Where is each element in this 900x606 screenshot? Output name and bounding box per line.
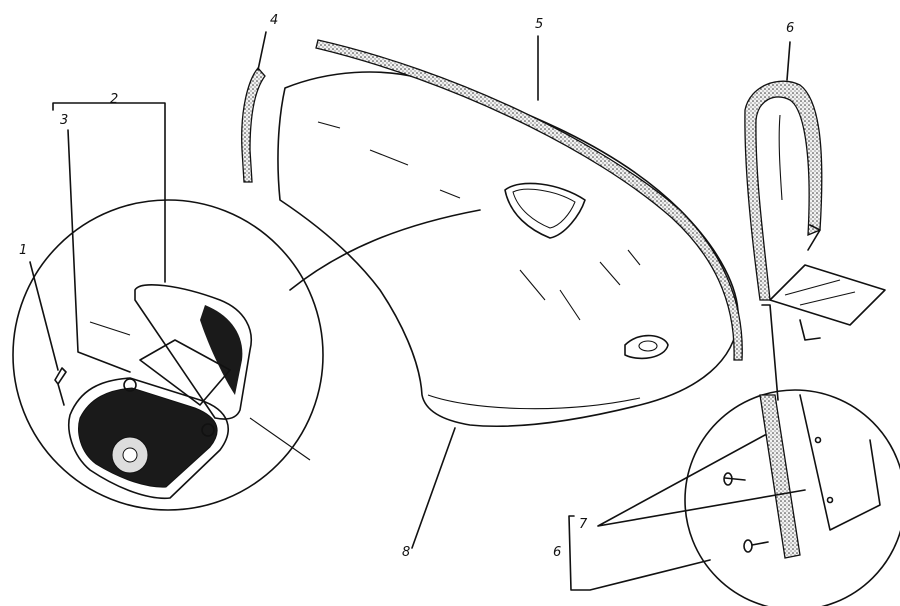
callout-5: 5 (535, 17, 544, 32)
callout-7: 7 (579, 517, 588, 532)
callout-1: 1 (19, 243, 28, 258)
fuel-filler-door-detail (54, 284, 311, 500)
callout-8: 8 (402, 545, 411, 560)
callout-3: 3 (60, 113, 69, 128)
callout-6-bottom: 6 (553, 545, 562, 560)
callout-4: 4 (270, 13, 279, 28)
strip-mount-detail (723, 394, 881, 559)
fender-panel (277, 71, 739, 428)
seal-strip-5 (315, 39, 743, 361)
callout-6-top: 6 (786, 21, 795, 36)
callout-2: 2 (110, 92, 119, 107)
leader-lines (29, 31, 806, 591)
detail-circle-fuel-door (12, 199, 324, 511)
bracket-6 (744, 80, 886, 341)
detail-circle-strip-mount (684, 389, 900, 606)
seal-strip-4 (241, 66, 266, 183)
